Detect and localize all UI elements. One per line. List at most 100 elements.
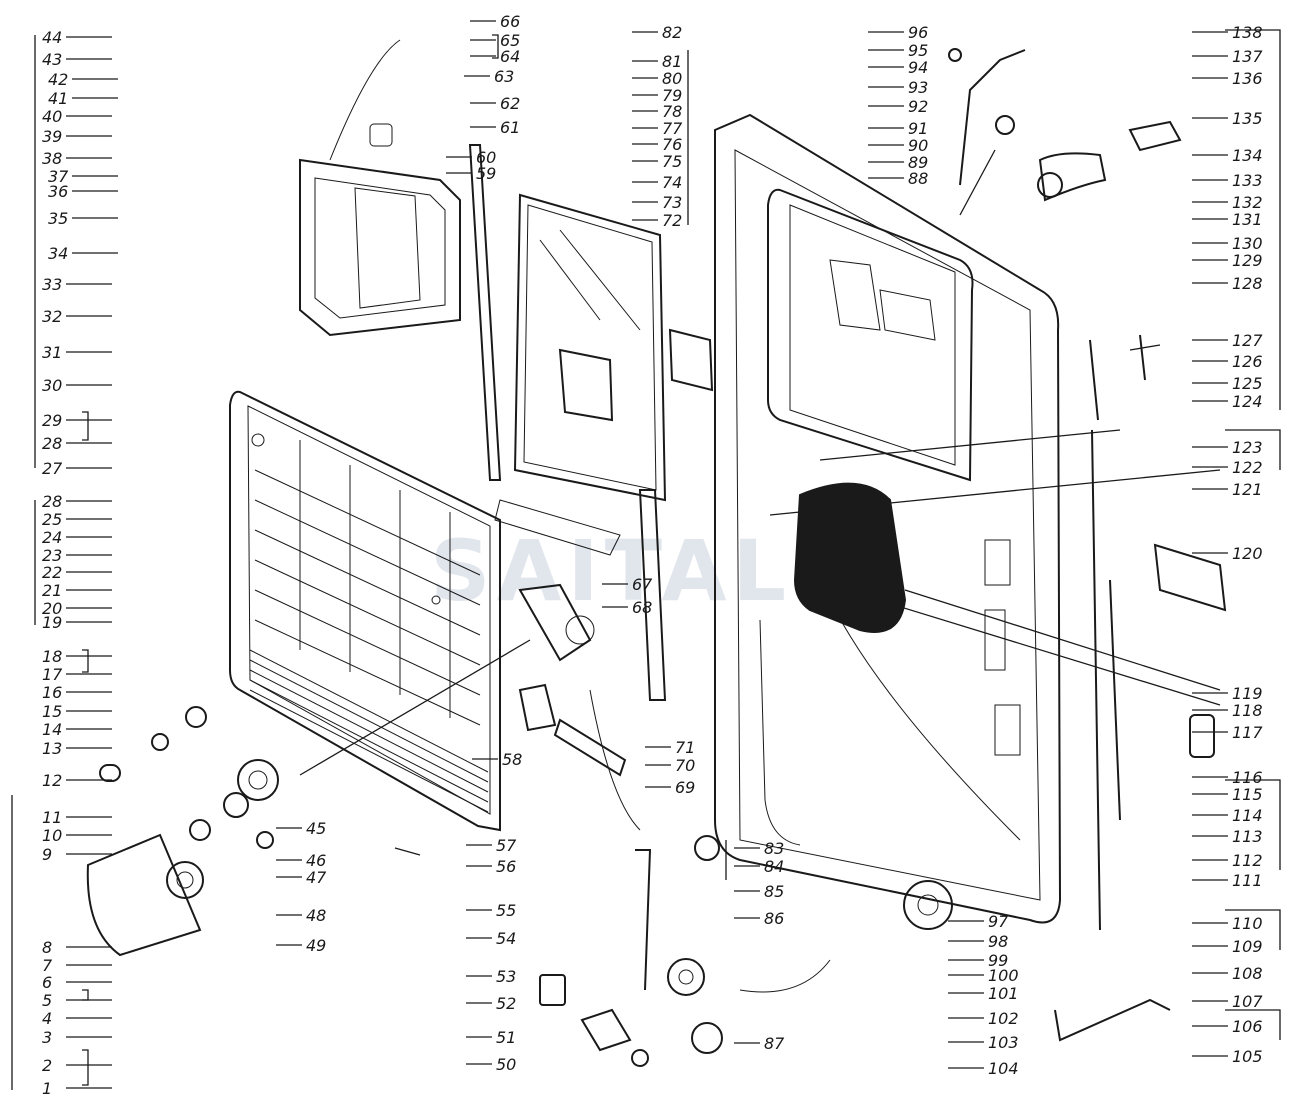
callout-133: 133 [1232,171,1263,190]
callout-35: 35 [48,209,68,228]
callout-107: 107 [1232,992,1263,1011]
callout-28: 28 [42,434,62,453]
callout-55: 55 [496,901,516,920]
callout-94: 94 [908,58,928,77]
callout-122: 122 [1232,458,1263,477]
callout-126: 126 [1232,352,1263,371]
callout-51: 51 [496,1028,516,1047]
callout-34: 34 [48,244,68,263]
callout-70: 70 [675,756,695,775]
vent-window-frame [299,39,461,337]
callout-25: 25 [42,510,62,529]
callout-41: 41 [48,89,68,108]
callout-134: 134 [1232,146,1263,165]
callout-130: 130 [1232,234,1263,253]
callout-28: 28 [42,492,62,511]
callout-125: 125 [1232,374,1263,393]
callout-9: 9 [42,845,52,864]
callout-77: 77 [662,119,683,138]
callout-30: 30 [42,376,62,395]
callout-131: 131 [1232,210,1263,229]
callout-18: 18 [42,647,62,666]
callout-106: 106 [1232,1017,1263,1036]
callout-136: 136 [1232,69,1263,88]
callout-20: 20 [42,599,62,618]
callout-85: 85 [764,882,784,901]
callout-104: 104 [988,1059,1019,1078]
callout-12: 12 [42,771,62,790]
lock-and-handle-parts [903,48,1227,1042]
callout-62: 62 [500,94,520,113]
callout-32: 32 [42,307,62,326]
callout-112: 112 [1232,851,1263,870]
callout-29: 29 [42,411,62,430]
callout-105: 105 [1232,1047,1263,1066]
callout-38: 38 [42,149,62,168]
callout-40: 40 [42,107,62,126]
callout-48: 48 [306,906,326,925]
callout-91: 91 [908,119,928,138]
callout-3: 3 [42,1028,52,1047]
callout-27: 27 [42,459,63,478]
callouts-left: 4443424140393837363534333231302928272825… [42,28,118,1098]
callout-121: 121 [1232,480,1263,499]
callout-78: 78 [662,102,682,121]
callout-90: 90 [908,136,928,155]
callout-80: 80 [662,69,682,88]
callout-116: 116 [1232,768,1263,787]
callout-66: 66 [500,12,520,31]
callout-15: 15 [42,702,62,721]
callout-49: 49 [306,936,326,955]
callout-24: 24 [42,528,62,547]
callout-71: 71 [675,738,695,757]
callout-92: 92 [908,97,928,116]
callout-129: 129 [1232,251,1263,270]
callout-52: 52 [496,994,516,1013]
callout-37: 37 [48,167,69,186]
callout-14: 14 [42,720,62,739]
watermark: SAITAL [430,522,792,620]
callout-110: 110 [1232,914,1263,933]
callout-111: 111 [1232,871,1263,890]
callout-73: 73 [662,193,682,212]
callout-39: 39 [42,127,62,146]
callout-81: 81 [662,52,682,71]
door-outer-shell [714,113,1101,931]
callout-16: 16 [42,683,62,702]
callout-115: 115 [1232,785,1263,804]
callout-2: 2 [42,1056,52,1075]
callout-84: 84 [764,857,784,876]
callout-120: 120 [1232,544,1263,563]
callout-124: 124 [1232,392,1263,411]
bracket-rails [11,29,1281,1090]
callout-6: 6 [42,973,52,992]
callout-100: 100 [988,966,1019,985]
callout-87: 87 [764,1034,785,1053]
callout-86: 86 [764,909,784,928]
callout-72: 72 [662,211,682,230]
callout-17: 17 [42,665,63,684]
callout-65: 65 [500,31,520,50]
callout-5: 5 [42,991,52,1010]
callout-98: 98 [988,932,1008,951]
callouts-center: 6665646362616059828180797877767574737267… [276,12,785,1074]
callout-119: 119 [1232,684,1263,703]
callout-1: 1 [42,1079,52,1098]
callout-127: 127 [1232,331,1263,350]
callout-19: 19 [42,613,62,632]
callout-50: 50 [496,1055,516,1074]
callout-118: 118 [1232,701,1263,720]
callout-33: 33 [42,275,62,294]
callout-13: 13 [42,739,62,758]
callout-79: 79 [662,86,682,105]
callouts-right: 9695949392919089881381371361351341331321… [868,23,1263,1078]
callout-53: 53 [496,967,516,986]
callout-137: 137 [1232,47,1263,66]
callout-69: 69 [675,778,695,797]
callout-88: 88 [908,169,928,188]
callout-135: 135 [1232,109,1263,128]
callout-61: 61 [500,118,520,137]
callout-123: 123 [1232,438,1263,457]
